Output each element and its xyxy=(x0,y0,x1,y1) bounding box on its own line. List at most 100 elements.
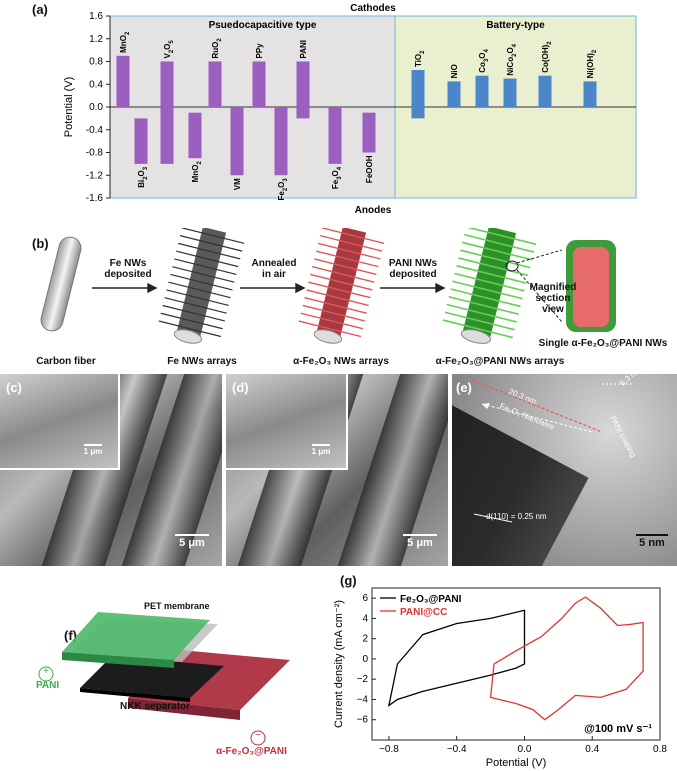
plot-frame xyxy=(371,587,661,741)
plus-terminal-icon xyxy=(38,666,54,682)
anode-label: α-Fe₂O₃@PANI xyxy=(216,746,287,757)
bar-label: PPy xyxy=(255,43,264,59)
y-tick-label: 0.4 xyxy=(89,79,103,90)
y-axis-label: Potential (V) xyxy=(63,77,75,138)
y-tick-label: -0.8 xyxy=(86,148,104,159)
x-tick-label: 0.0 xyxy=(518,744,532,755)
bar-label: RuO2 xyxy=(211,38,223,59)
step-fe-nws-label: Fe NWs arrays xyxy=(167,356,237,367)
legend-label: Fe₂O₃@PANI xyxy=(400,594,462,605)
y-tick-label: −2 xyxy=(357,674,369,685)
bar-ppy xyxy=(252,61,266,107)
y-tick-label: 1.6 xyxy=(89,11,103,22)
panel-c-label: (c) xyxy=(6,380,22,395)
y-tick-label: 0 xyxy=(362,654,368,665)
bar-nio xyxy=(447,81,461,107)
bar-label: FeOOH xyxy=(365,155,374,183)
panel-e-label: (e) xyxy=(456,380,472,395)
step-carbon-fiber-label: Carbon fiber xyxy=(36,356,96,367)
y-tick-label: -1.2 xyxy=(86,170,104,181)
chart-a-bottom-title: Anodes xyxy=(355,205,392,216)
bar-fe3o4 xyxy=(328,107,342,164)
bar-label: NiCo2O4 xyxy=(506,43,518,75)
sem-d-scalebar: 5 μm xyxy=(398,534,442,549)
bar-feooh xyxy=(362,112,376,153)
bar-label: MnO2 xyxy=(119,31,131,53)
sem-image-d: 1 μm 5 μm xyxy=(226,374,448,566)
bar-label: V2O5 xyxy=(163,40,175,59)
scan-rate-annotation: @100 mV s⁻¹ xyxy=(584,723,652,735)
battery-region-label: Battery-type xyxy=(486,20,545,31)
bar-nioh2 xyxy=(583,81,597,107)
sem-c-inset-scalebar: 1 μm xyxy=(78,444,108,456)
y-tick-label: -0.4 xyxy=(86,125,104,136)
chart-a-title: Cathodes xyxy=(350,3,396,14)
bar-nico2o4 xyxy=(503,78,517,107)
bar-cooh2 xyxy=(538,75,552,107)
magnified-label: Magnified section view xyxy=(529,282,577,315)
sem-image-c: 1 μm 5 μm xyxy=(0,374,222,566)
series-0-line xyxy=(387,609,526,707)
sem-d-inset-scalebar: 1 μm xyxy=(306,444,336,456)
y-tick-label: -1.6 xyxy=(86,193,104,204)
nkk-separator-label: NKK separator xyxy=(120,701,191,712)
bar-pani xyxy=(296,61,310,119)
bar-label: Fe2O3 xyxy=(277,178,289,201)
synthesis-schematic xyxy=(40,228,616,344)
x-tick-label: 0.8 xyxy=(653,744,667,755)
x-tick-label: −0.8 xyxy=(379,744,399,755)
bar-ruo2 xyxy=(208,61,222,107)
bar-label: VM xyxy=(233,178,242,190)
bar-v2o5 xyxy=(160,61,174,164)
bar-label: Ni(OH)2 xyxy=(586,49,598,78)
arrow-1-label: Fe NWs deposited xyxy=(104,258,152,280)
carbon-fiber-icon xyxy=(40,236,82,332)
separator-layer-icon xyxy=(80,656,224,702)
bar-label: Co(OH)2 xyxy=(541,41,553,73)
y-tick-label: 0.0 xyxy=(89,102,103,113)
y-tick-label: 6 xyxy=(362,593,368,604)
sem-d-inset: 1 μm xyxy=(226,374,348,470)
x-axis-label: Potential (V) xyxy=(486,757,547,769)
minus-sign: − xyxy=(255,730,261,741)
arrow-3-label: PANI NWs deposited xyxy=(388,258,438,280)
bar-mno2 xyxy=(188,112,202,159)
sem-c-inset: 1 μm xyxy=(0,374,120,470)
x-tick-label: −0.4 xyxy=(447,744,467,755)
y-axis-label: Current density (mA cm⁻²) xyxy=(333,600,345,728)
bar-label: NiO xyxy=(450,64,459,78)
fe2o3-pani-nws-array-icon xyxy=(442,228,537,344)
tem-dspacing-label: d(110) = 0.25 nm xyxy=(486,512,547,521)
pani-label: PANI xyxy=(36,680,60,691)
step-fe2o3-pani-label: α-Fe₂O₃@PANI NWs arrays xyxy=(435,356,565,367)
y-tick-label: −6 xyxy=(357,715,369,726)
bar-label: MnO2 xyxy=(191,161,203,183)
fe2o3-nws-array-icon xyxy=(298,228,385,344)
bar-label: Co3O4 xyxy=(478,48,490,72)
single-nw-section-icon xyxy=(566,240,616,332)
bar-tio2 xyxy=(411,70,425,119)
panel-g-label: (g) xyxy=(340,573,357,588)
legend-label: PANI@CC xyxy=(400,607,447,618)
bar-co3o4 xyxy=(475,75,489,107)
pseudo-region-label: Psuedocapacitive type xyxy=(209,20,317,31)
panel-d-label: (d) xyxy=(232,380,249,395)
panel-b-label: (b) xyxy=(32,236,49,251)
tem-scalebar: 5 nm xyxy=(632,534,672,549)
arrow-2-label: Annealed in air xyxy=(251,258,297,280)
bar-label: PANI xyxy=(299,40,308,59)
sem-c-scalebar: 5 μm xyxy=(170,534,214,549)
bar-label: Bi2O3 xyxy=(137,166,149,188)
bar-label: TiO2 xyxy=(414,50,426,67)
single-nw-label: Single α-Fe₂O₃@PANI NWs xyxy=(538,338,668,349)
bar-mno2 xyxy=(116,55,130,107)
plus-sign: + xyxy=(43,666,49,677)
bar-vm xyxy=(230,107,244,176)
bar-fe2o3 xyxy=(274,107,288,176)
y-tick-label: 1.2 xyxy=(89,34,103,45)
fe-nws-array-icon xyxy=(158,228,245,344)
y-tick-label: −4 xyxy=(357,694,369,705)
panel-a-label: (a) xyxy=(32,2,48,17)
x-tick-label: 0.4 xyxy=(585,744,599,755)
